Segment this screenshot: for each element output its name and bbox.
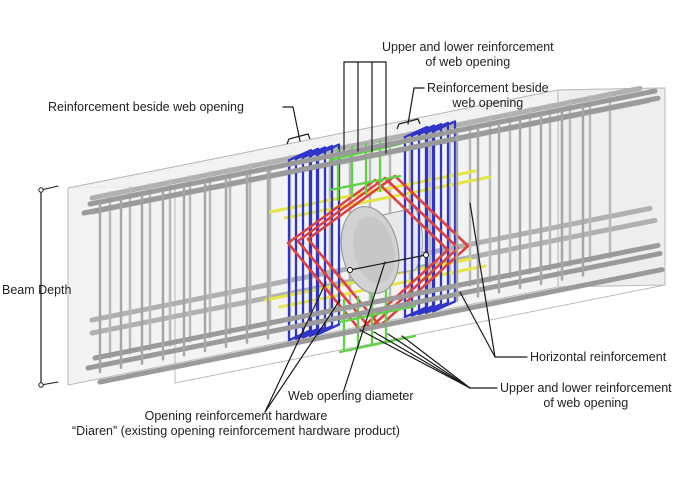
hardware-ring-3 [306, 174, 470, 328]
beam-depth-top-tick [40, 185, 59, 191]
label-horizontal: Horizontal reinforcement [530, 350, 666, 365]
label-upper-lower-top-line1: Upper and lower reinforcement [382, 40, 554, 54]
label-beside-left-text: Reinforcement beside web opening [48, 100, 244, 114]
right-stirrup-3 [417, 123, 443, 316]
label-beam-depth-text: Beam Depth [2, 283, 72, 297]
left-stirrup-5 [315, 143, 341, 336]
lower-reinforcement-top [338, 304, 417, 324]
leader-beside-left-bracket [286, 133, 311, 145]
label-beside-right-line2: web opening [452, 96, 524, 110]
label-horizontal-text: Horizontal reinforcement [530, 350, 667, 364]
front-longitudinal-bar-3 [92, 242, 661, 361]
label-upper-lower-top: Upper and lower reinforcement of web ope… [382, 40, 554, 70]
leader-bottom-drop-3 [387, 333, 471, 389]
label-hardware-line1: Opening reinforcement hardware [144, 409, 328, 423]
label-upper-lower-top-line2: of web opening [425, 55, 511, 69]
leader-horizontal-2 [459, 291, 496, 358]
label-web-opening-diameter-text: Web opening diameter [288, 389, 414, 403]
beam-depth-top-dot [38, 187, 44, 193]
leader-beside-right-v [407, 87, 415, 125]
leader-lines [38, 61, 528, 413]
label-web-opening-diameter: Web opening diameter [288, 389, 414, 404]
label-beam-depth: Beam Depth [2, 283, 71, 298]
front-longitudinal-bar-5 [97, 267, 665, 385]
leader-bottom-drop-1 [359, 329, 471, 389]
label-beside-right: Reinforcement beside web opening [427, 81, 549, 111]
lower-reinforcement-bottom [338, 334, 417, 354]
beam-bottom-back-edge [174, 284, 666, 384]
beam-depth-bottom-tick [40, 381, 59, 386]
leader-hardware-1 [264, 299, 341, 413]
label-hardware: Opening reinforcement hardware “Diaren” … [72, 409, 400, 439]
leader-beside-left-v [292, 106, 301, 142]
diameter-dot-left [347, 267, 353, 273]
leader-bottom-drop-4 [401, 335, 471, 389]
label-upper-lower-bottom-line1: Upper and lower reinforcement [500, 381, 672, 395]
label-hardware-line2: “Diaren” (existing opening reinforcement… [72, 424, 400, 438]
beam-depth-bottom-dot [38, 382, 44, 388]
label-beside-right-line1: Reinforcement beside [427, 81, 549, 95]
hardware-ring-1 [286, 178, 450, 332]
diameter-line [349, 254, 427, 271]
left-stirrup-3 [301, 146, 327, 339]
label-upper-lower-bottom: Upper and lower reinforcement of web ope… [500, 381, 672, 411]
left-stirrup-4 [308, 144, 334, 338]
upper-lower-opening-reinforcement [328, 139, 417, 354]
upper-reinforcement-bottom [328, 174, 402, 192]
label-upper-lower-bottom-line2: of web opening [543, 396, 629, 410]
leader-bottom-drop-2 [373, 331, 471, 389]
right-stirrup-5 [431, 120, 457, 313]
leader-horizontal-1 [469, 202, 496, 358]
leader-diameter [342, 261, 386, 394]
leader-beside-right-bracket [396, 118, 421, 130]
label-beside-left: Reinforcement beside web opening [48, 100, 244, 115]
leader-hardware-2 [264, 281, 327, 413]
diameter-dot-right [423, 252, 429, 258]
